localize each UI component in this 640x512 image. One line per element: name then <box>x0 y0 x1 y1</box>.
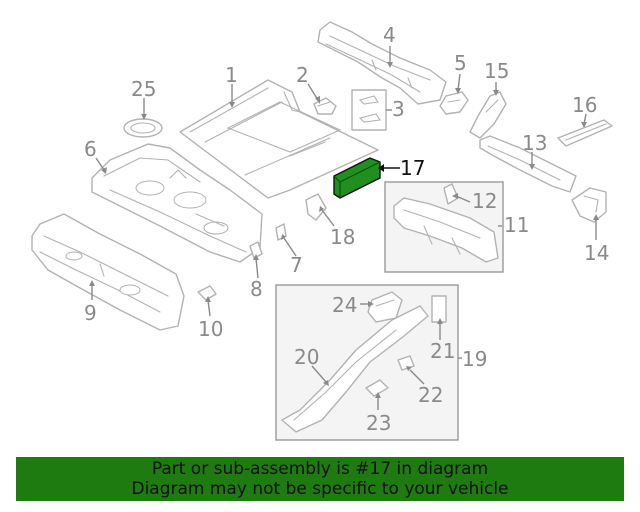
callout-1[interactable]: 1 <box>225 63 238 87</box>
callout-12[interactable]: 12 <box>472 189 497 213</box>
callout-22[interactable]: 22 <box>418 383 443 407</box>
callout-24[interactable]: 24 <box>332 293 357 317</box>
part-23-bracket[interactable] <box>365 379 389 397</box>
callout-8[interactable]: 8 <box>250 277 263 301</box>
banner-line-disclaimer: Diagram may not be specific to your vehi… <box>131 479 509 499</box>
part-1-floor-pan[interactable] <box>179 79 379 199</box>
part-4-cross-member[interactable] <box>317 21 447 105</box>
part-6-floor-panel[interactable] <box>91 143 263 263</box>
callout-14[interactable]: 14 <box>584 241 609 265</box>
banner-line-part: Part or sub-assembly is #17 in diagram <box>151 459 489 479</box>
callout-18[interactable]: 18 <box>330 225 355 249</box>
part-18-bracket[interactable] <box>305 193 327 221</box>
callout-10[interactable]: 10 <box>198 317 223 341</box>
part-22-clip[interactable] <box>397 355 415 371</box>
callout-3[interactable]: 3 <box>392 97 405 121</box>
callout-25[interactable]: 25 <box>131 77 156 101</box>
part-5-bracket[interactable] <box>439 91 469 115</box>
callout-17[interactable]: 17 <box>400 156 425 180</box>
callouts: 1 2 3 4 5 15 16 13 14 25 6 7 8 9 10 11 1… <box>84 23 609 435</box>
callout-13[interactable]: 13 <box>522 131 547 155</box>
callout-6[interactable]: 6 <box>84 137 97 161</box>
part-8-clip[interactable] <box>249 241 263 259</box>
part-9-side-member[interactable] <box>31 213 185 331</box>
info-banner: Part or sub-assembly is #17 in diagram D… <box>16 457 624 501</box>
callout-4[interactable]: 4 <box>383 23 396 47</box>
callout-7[interactable]: 7 <box>290 253 303 277</box>
part-13-rail[interactable] <box>479 135 577 193</box>
part-25-plug[interactable] <box>123 118 163 138</box>
callout-2[interactable]: 2 <box>296 63 309 87</box>
part-10-bracket[interactable] <box>197 285 217 301</box>
callout-23[interactable]: 23 <box>366 411 391 435</box>
callout-16[interactable]: 16 <box>572 93 597 117</box>
callout-11[interactable]: 11 <box>504 213 529 237</box>
callout-19[interactable]: 19 <box>462 347 487 371</box>
part-14-bracket[interactable] <box>571 187 607 223</box>
callout-9[interactable]: 9 <box>84 301 97 325</box>
part-15-bracket[interactable] <box>469 91 507 139</box>
part-17-highlighted[interactable] <box>333 157 381 199</box>
callout-21[interactable]: 21 <box>430 339 455 363</box>
callout-5[interactable]: 5 <box>454 51 467 75</box>
part-16-bar[interactable] <box>557 119 613 147</box>
part-11-cross-member[interactable] <box>393 197 499 263</box>
callout-15[interactable]: 15 <box>484 59 509 83</box>
part-20-rail[interactable] <box>281 305 429 433</box>
leaders <box>89 46 599 410</box>
part-21-plate[interactable] <box>431 295 447 323</box>
callout-20[interactable]: 20 <box>294 345 319 369</box>
part-3-brackets[interactable] <box>351 89 387 131</box>
